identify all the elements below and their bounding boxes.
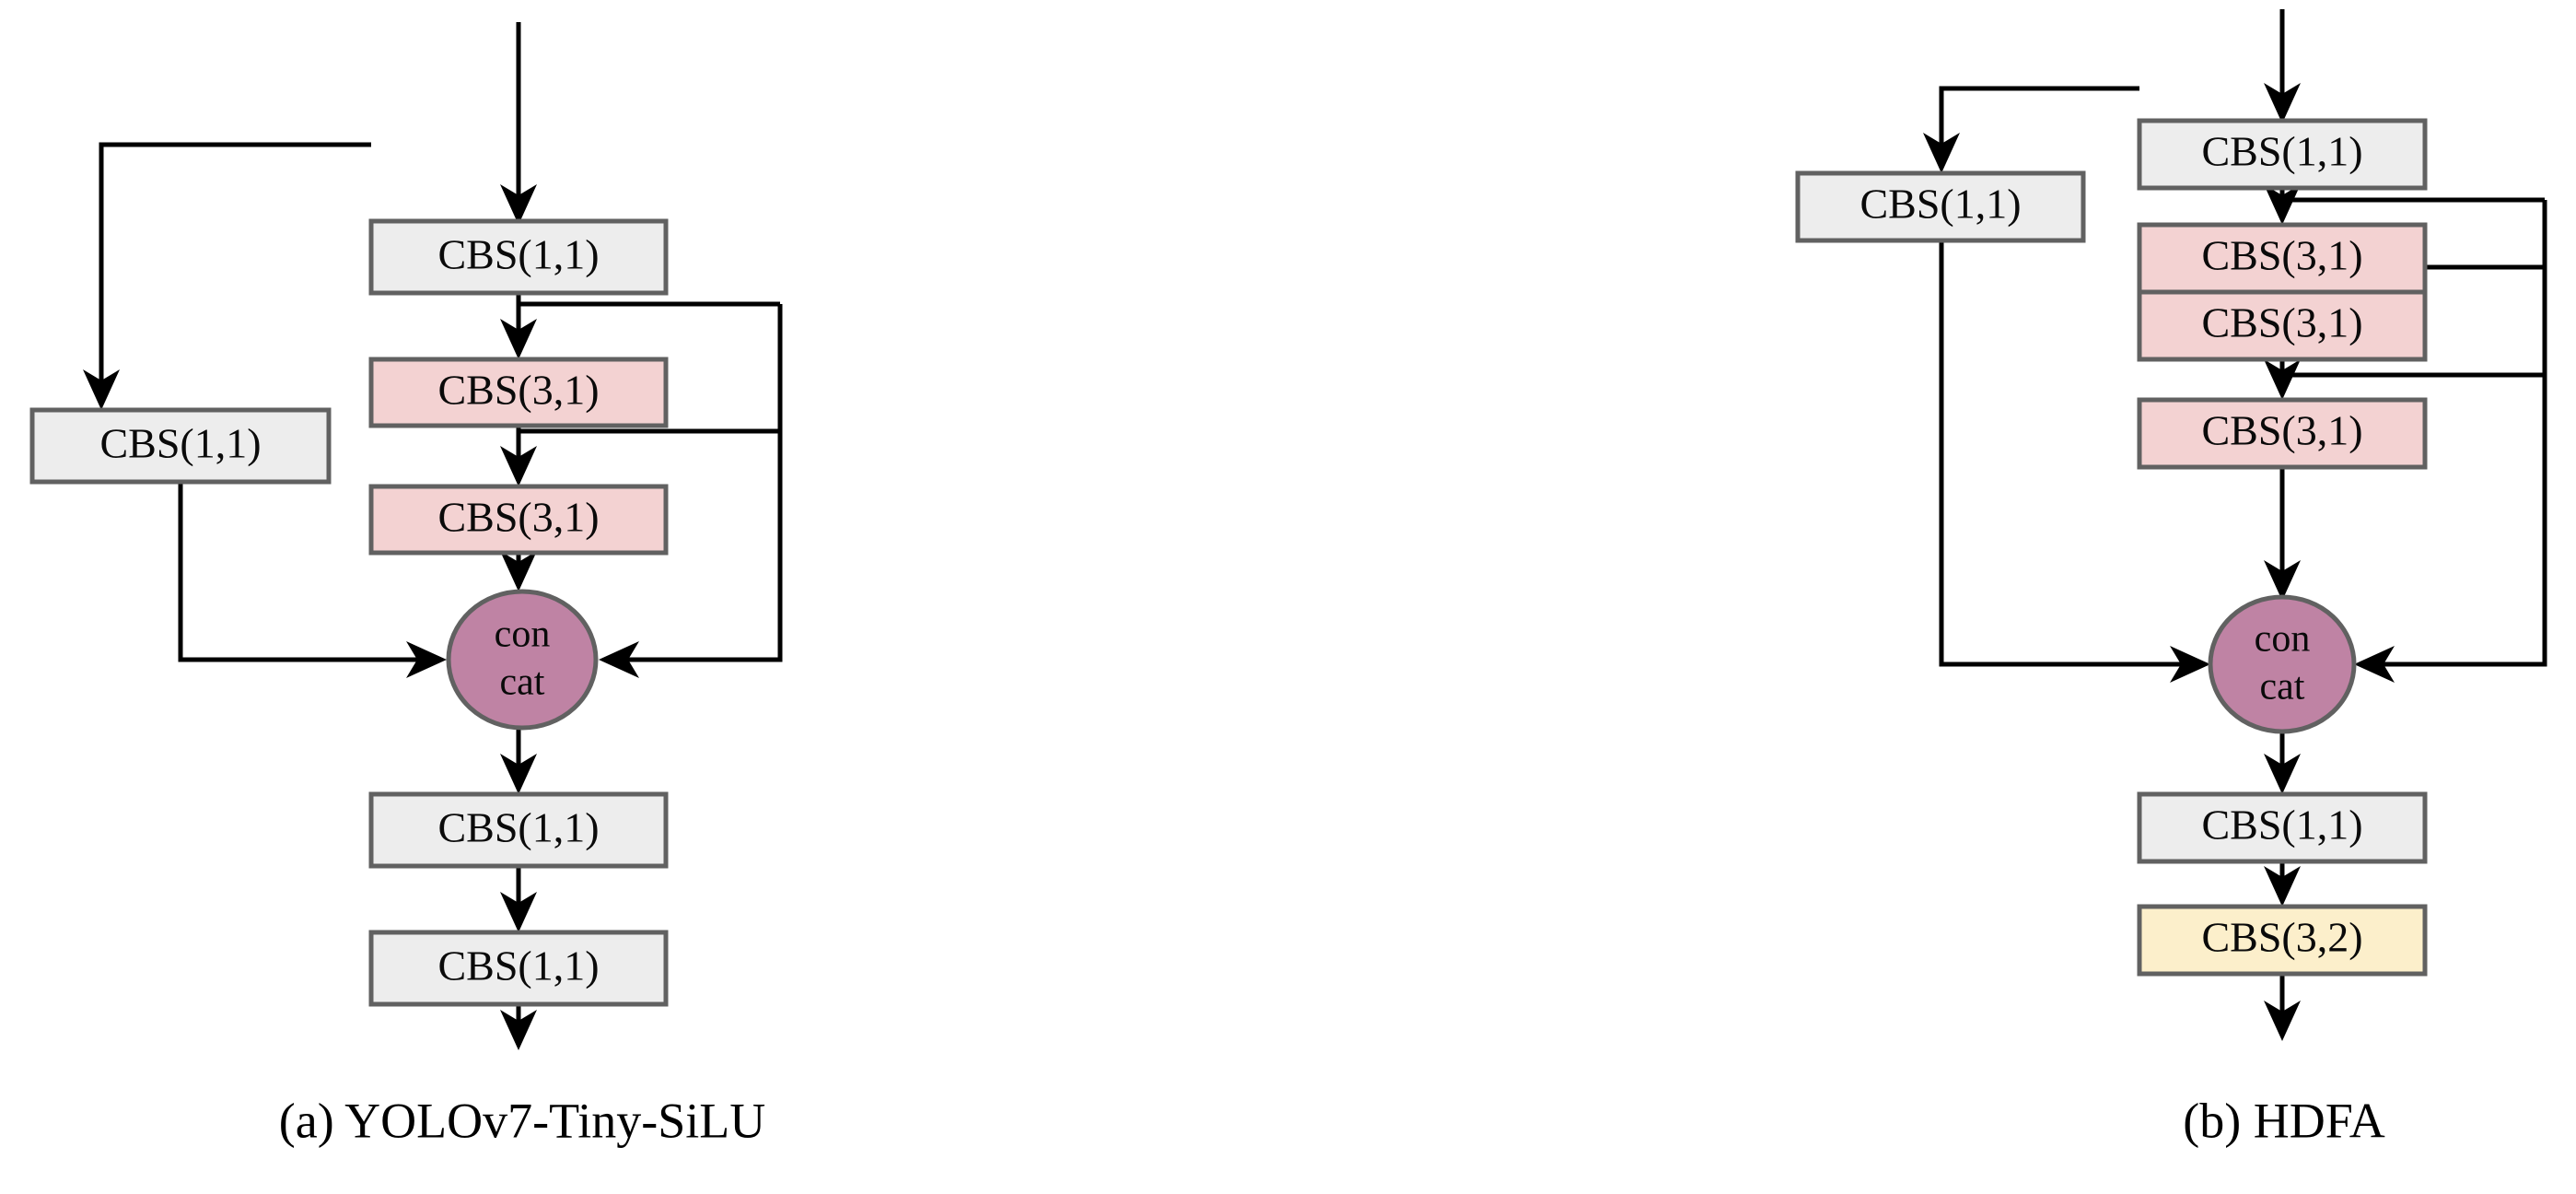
caption-panel-b: (b) HDFA	[2183, 1093, 2384, 1148]
node-b-cbs31-1-rect[interactable]	[2137, 222, 2428, 295]
node-a-cbs31-2[interactable]: CBS(3,1)	[368, 484, 669, 556]
edge-a-concat-to-out1	[500, 728, 537, 794]
node-a-cbs-out-2-label: CBS(1,1)	[437, 942, 599, 989]
node-b-cbs-out-1-rect[interactable]	[2137, 791, 2428, 864]
node-b-cbs-top[interactable]: CBS(1,1)	[2137, 118, 2428, 191]
edge-b-top-to-cbs31-1	[2264, 184, 2301, 225]
node-a-cbs-left[interactable]: CBS(1,1)	[29, 407, 332, 485]
node-b-cbs-out-1-label: CBS(1,1)	[2201, 802, 2362, 849]
node-a-concat[interactable]: con cat	[446, 589, 599, 731]
panel-a: CBS(1,1) CBS(1,1) CBS(3,1) CBS(3,1) con …	[29, 22, 783, 1148]
edge-a-right-rail-to-concat	[599, 304, 783, 678]
node-b-concat[interactable]: con cat	[2208, 594, 2357, 734]
node-a-concat-ellipse[interactable]	[446, 589, 599, 731]
edge-a-out1-to-out2	[500, 866, 537, 932]
node-b-cbs31-3-label: CBS(3,1)	[2201, 407, 2362, 454]
edge-b-left-to-concat	[1939, 228, 2210, 683]
edge-b-cbs31-2-to-cbs31-3	[2264, 359, 2301, 400]
node-b-concat-ellipse[interactable]	[2208, 594, 2357, 734]
node-b-cbs32-rect[interactable]	[2137, 904, 2428, 977]
node-a-cbs31-2-label: CBS(3,1)	[437, 494, 599, 541]
node-b-cbs-top-rect[interactable]	[2137, 118, 2428, 191]
node-a-cbs31-1[interactable]: CBS(3,1)	[368, 357, 669, 428]
edge-a-top-to-cbs31-1	[500, 293, 537, 359]
node-b-cbs32-label: CBS(3,2)	[2201, 914, 2362, 961]
node-b-cbs-out-1[interactable]: CBS(1,1)	[2137, 791, 2428, 864]
edge-b-concat-to-out1	[2264, 728, 2301, 794]
node-b-concat-label-line2: cat	[2260, 666, 2305, 708]
edge-b-top-to-left-branch	[1923, 86, 2139, 173]
node-a-cbs31-2-rect[interactable]	[368, 484, 669, 556]
node-b-cbs32[interactable]: CBS(3,2)	[2137, 904, 2428, 977]
edge-a-out2-to-output	[500, 1004, 537, 1050]
node-a-cbs-left-label: CBS(1,1)	[99, 420, 261, 467]
node-a-cbs31-1-label: CBS(3,1)	[437, 367, 599, 414]
edge-b-right-rail-to-concat	[2354, 200, 2547, 683]
node-b-cbs31-1[interactable]: CBS(3,1)	[2137, 222, 2428, 295]
node-a-cbs-top-label: CBS(1,1)	[437, 231, 599, 278]
edge-b-cbs31-3-to-concat	[2264, 468, 2301, 601]
caption-panel-a: (a) YOLOv7-Tiny-SiLU	[279, 1093, 765, 1148]
node-a-cbs31-1-rect[interactable]	[368, 357, 669, 428]
node-a-cbs-out-2-rect[interactable]	[368, 930, 669, 1007]
edge-input-to-a-cbs-top	[500, 22, 537, 225]
node-b-cbs-left-label: CBS(1,1)	[1859, 181, 2021, 228]
panel-b: CBS(1,1) CBS(1,1) CBS(3,1) CBS(3,1) CBS(…	[1795, 9, 2547, 1148]
node-b-cbs31-2-label: CBS(3,1)	[2201, 299, 2362, 346]
node-b-cbs31-3-rect[interactable]	[2137, 397, 2428, 470]
edge-b-cbs32-to-output	[2264, 975, 2301, 1041]
node-a-concat-label-line1: con	[495, 614, 551, 656]
node-a-cbs-top[interactable]: CBS(1,1)	[368, 218, 669, 296]
node-b-cbs31-3[interactable]: CBS(3,1)	[2137, 397, 2428, 470]
node-a-cbs-top-rect[interactable]	[368, 218, 669, 296]
node-a-cbs-out-1-rect[interactable]	[368, 791, 669, 869]
node-b-cbs31-2-rect[interactable]	[2137, 289, 2428, 362]
edge-input-to-b-cbs-top	[2264, 9, 2301, 123]
node-a-cbs-out-1-label: CBS(1,1)	[437, 804, 599, 851]
node-b-cbs-top-label: CBS(1,1)	[2201, 128, 2362, 175]
node-b-cbs31-1-label: CBS(3,1)	[2201, 232, 2362, 279]
edge-b-out1-to-cbs32	[2264, 862, 2301, 907]
node-b-cbs-left[interactable]: CBS(1,1)	[1795, 170, 2086, 243]
edge-a-top-to-left-branch	[83, 142, 371, 410]
edge-a-left-to-concat	[178, 482, 447, 678]
node-a-cbs-out-2[interactable]: CBS(1,1)	[368, 930, 669, 1007]
node-b-concat-label-line1: con	[2255, 618, 2311, 661]
node-a-concat-label-line2: cat	[500, 661, 545, 704]
node-a-cbs-out-1[interactable]: CBS(1,1)	[368, 791, 669, 869]
node-a-cbs-left-rect[interactable]	[29, 407, 332, 485]
node-b-cbs-left-rect[interactable]	[1795, 170, 2086, 243]
node-b-cbs31-2[interactable]: CBS(3,1)	[2137, 289, 2428, 362]
